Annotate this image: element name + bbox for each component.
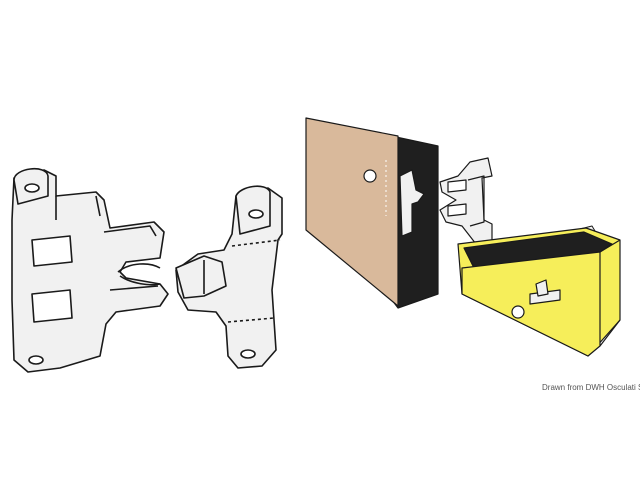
small-clip-window	[447, 203, 467, 217]
small-clip-side	[467, 175, 485, 227]
latch-striker-part	[175, 185, 283, 369]
drawer-knob-icon	[511, 305, 525, 319]
drawer-edges	[599, 239, 621, 347]
screw-hole-icon	[24, 183, 40, 193]
latch-clip-part	[11, 168, 169, 373]
striker-bend-line	[227, 317, 275, 323]
small-clip-window	[447, 179, 467, 193]
screw-hole-icon	[28, 355, 44, 365]
screw-hole-icon	[240, 349, 256, 359]
clip-window-upper	[31, 235, 73, 267]
screw-hole-icon	[248, 209, 264, 219]
cabinet-door-assembly	[305, 117, 439, 309]
striker-bend-line	[231, 239, 281, 247]
clip-slot-curve	[119, 275, 161, 286]
clip-prong-upper-edge	[103, 225, 157, 237]
drawer-assembly	[457, 227, 621, 357]
mounted-latch-icon	[399, 169, 425, 237]
clip-thickness-edge	[55, 195, 101, 220]
clip-slot-curve	[117, 263, 161, 273]
cabinet-door	[305, 117, 399, 307]
small-clip-body	[439, 157, 493, 245]
clip-plate	[11, 169, 169, 373]
striker-plate	[175, 187, 283, 369]
clip-window-lower	[31, 289, 73, 323]
clip-detail-small	[439, 157, 493, 245]
clip-prong-lower-edge	[109, 285, 159, 291]
striker-tongue	[175, 255, 227, 299]
illustration-credit: Drawn from DWH Osculati SpA	[542, 383, 640, 392]
drawer-latch-hook	[535, 279, 549, 297]
door-knob-icon	[363, 169, 377, 183]
